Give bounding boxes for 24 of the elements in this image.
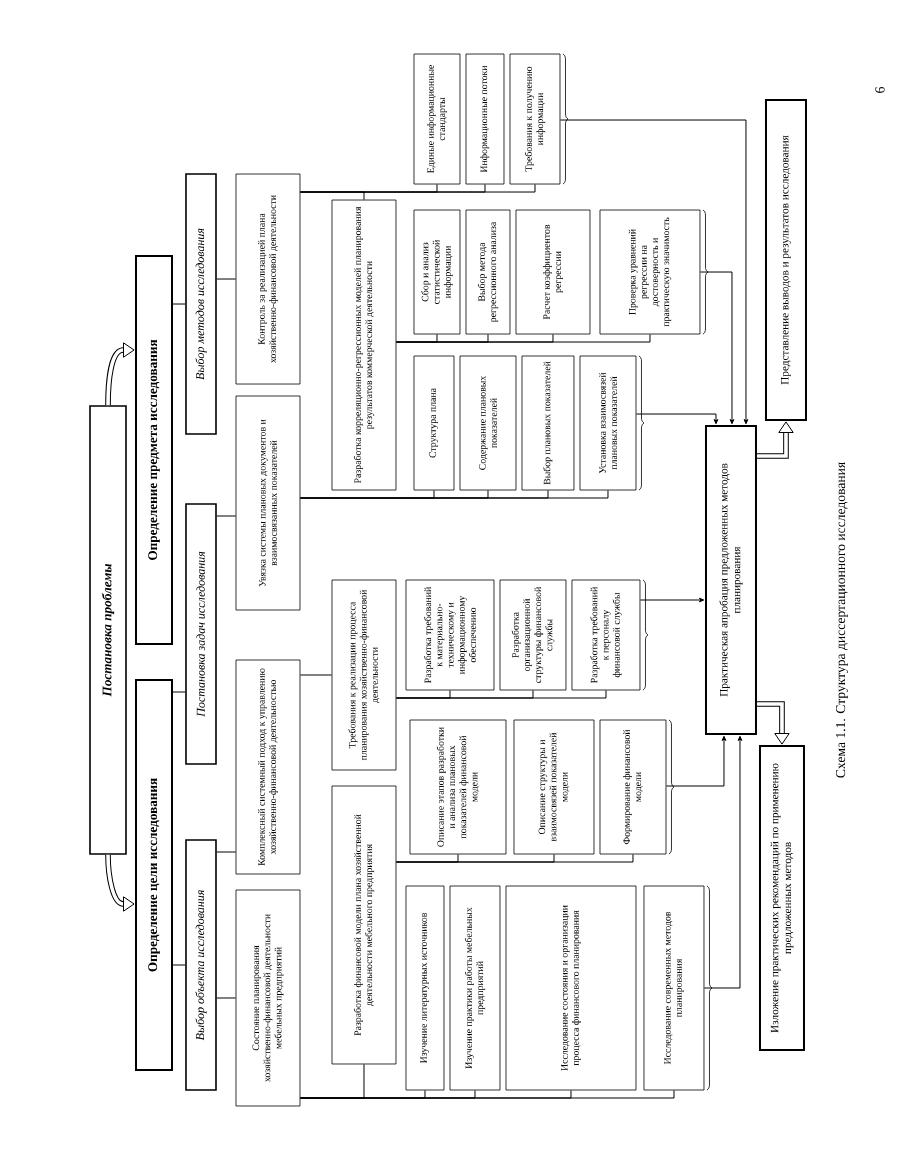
connector	[299, 674, 333, 676]
connector	[559, 119, 749, 425]
connector	[299, 183, 536, 193]
connector	[216, 851, 237, 853]
connector	[105, 342, 135, 406]
connector	[216, 997, 237, 999]
connector	[665, 735, 727, 787]
connector	[699, 271, 735, 425]
connector	[299, 1089, 675, 1099]
connector	[395, 689, 607, 699]
connector	[639, 597, 705, 603]
connector	[216, 515, 237, 517]
connector	[395, 853, 634, 863]
connector	[216, 278, 237, 280]
connector	[703, 735, 743, 989]
connector	[172, 303, 186, 305]
connector	[757, 421, 794, 459]
connector	[395, 333, 651, 343]
connector	[635, 413, 719, 425]
connector	[105, 854, 135, 912]
connector	[757, 701, 790, 745]
connector	[299, 489, 609, 499]
connector	[172, 691, 186, 693]
connector	[172, 964, 186, 966]
